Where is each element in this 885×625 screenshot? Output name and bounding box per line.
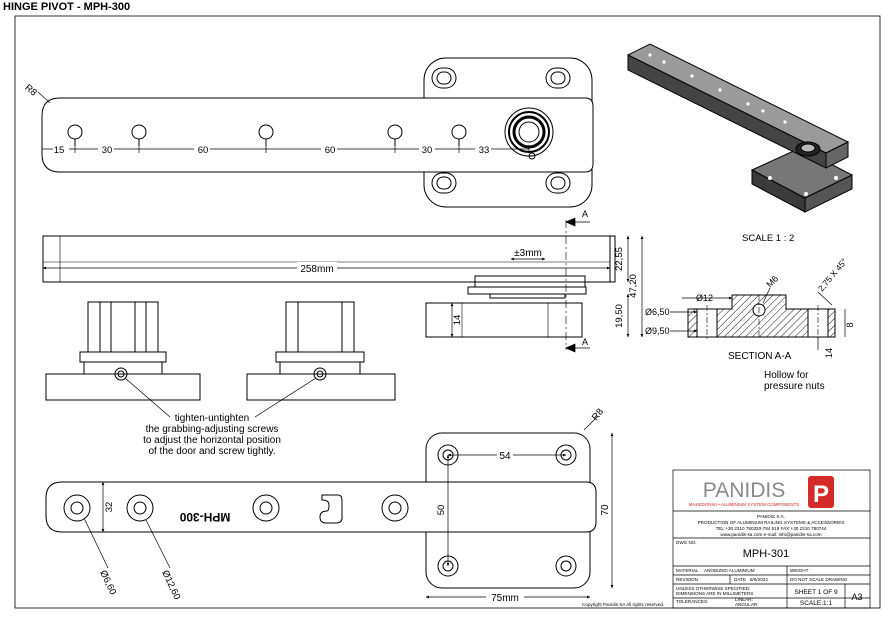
top-view-arm [41, 97, 594, 173]
arm-countersinks [63, 494, 409, 522]
units-note-line1: UNLESS OTHERWISE SPECIFIED: [676, 586, 750, 591]
date-label: DATE [734, 577, 746, 582]
section-dimensions [670, 287, 846, 350]
dim-70: 70 [600, 504, 611, 516]
screw-note-line4: of the door and screw tightly. [148, 446, 275, 457]
dim-75: 75mm [491, 593, 519, 604]
arm-holes [67, 124, 467, 146]
dim-54: 54 [499, 451, 511, 462]
company-line1: PANIDIS S.A. [757, 514, 785, 519]
document-title: HINGE PIVOT - MPH-300 [3, 1, 131, 13]
dim-total-length: 258mm [300, 264, 333, 275]
dim-dia-6-50: Ø6,50 [645, 307, 670, 317]
arm-engraving: MPH-300 [179, 510, 230, 524]
material-value: ANODIZED ALUMINIUM [704, 568, 755, 573]
dim-m6: M6 [764, 273, 780, 289]
elevation-view-right [246, 301, 396, 401]
dim-r8-bottom: R8 [590, 407, 606, 423]
hollow-note-line1: Hollow for [764, 370, 809, 381]
screw-note-line1: tighten-untighten [175, 413, 250, 424]
section-label: SECTION A-A [728, 351, 792, 362]
dwg-number: MPH-301 [743, 548, 789, 560]
sheet-border [14, 15, 881, 609]
dim-32: 32 [104, 502, 115, 513]
dim-60-right: 60 [325, 145, 336, 156]
plate-slots [431, 67, 571, 194]
section-marker-top: A [582, 209, 588, 219]
dim-14-side: 14 [452, 315, 463, 326]
dim-47-20: 47,20 [628, 274, 639, 298]
brand-tagline: MAKEDONIKI • ALUMINIUM SYSTEM COMPONENTS [689, 502, 800, 507]
weight-label: WEIGHT [790, 568, 809, 573]
r8-leader [37, 91, 51, 104]
dim-dia-12-60: Ø12,60 [159, 569, 182, 602]
units-note-line2: DIMENSIONS ARE IN MILLIMETERS [676, 591, 753, 596]
company-line4: www.panidis-sa.com e-mail: info@panidis-… [720, 532, 821, 537]
revision-label: REVISION [676, 577, 698, 582]
brand-mark-letter: P [813, 481, 829, 508]
screw-leaders [124, 377, 317, 418]
spacing-dimension-chain [41, 145, 530, 153]
top-view [41, 57, 594, 208]
dim-15: 15 [54, 145, 65, 156]
linear-label: LINEAR: [735, 597, 753, 602]
dim-r8-top: R8 [22, 82, 38, 98]
dim-33: 33 [479, 145, 490, 156]
dim-dia-12: Ø12 [696, 293, 713, 303]
bottom-view [45, 432, 597, 589]
title-block [672, 469, 871, 609]
sheet-size: A3 [851, 592, 862, 602]
arm-cutout-d [319, 494, 343, 524]
elevation-view-left [45, 301, 201, 401]
sheet-number: SHEET 1 OF 9 [794, 589, 838, 596]
date-value: 8/6/2022 [750, 577, 768, 582]
isometric-view [626, 43, 854, 213]
dwg-no-label: DWG NO. [676, 540, 697, 545]
copyright: Copyright Panidis SA All rights reserved… [582, 602, 664, 607]
dim-30-right: 30 [422, 145, 433, 156]
screw-note-line3: to adjust the horizontal position [143, 435, 281, 446]
dim-section-8: 8 [845, 322, 855, 327]
material-label: MATERIAL [676, 568, 699, 573]
hollow-note-line2: pressure nuts [764, 381, 825, 392]
dim-30-left: 30 [102, 145, 113, 156]
company-line2: PRODUCTION OF ALUMINIUM RAILING SYSTEMS … [698, 520, 845, 525]
dim-19-50: 19,50 [614, 304, 625, 328]
brand-name: PANIDIS [703, 479, 785, 502]
dim-50: 50 [436, 505, 447, 516]
dim-section-14: 14 [824, 348, 834, 358]
dim-adjust: ±3mm [514, 248, 542, 259]
dim-dia-6-60: Ø6,60 [97, 569, 118, 597]
side-view [42, 220, 616, 350]
dim-chamfer: 2,75 X 45° [816, 256, 849, 293]
bottom-view-arm [45, 481, 597, 533]
tolerances-label: TOLERANCES: [676, 599, 708, 604]
brand-mark [808, 476, 834, 508]
dim-22-55: 22,55 [614, 247, 625, 271]
scale-value: SCALE:1:1 [800, 600, 833, 607]
angular-label: ANGULAR: [735, 602, 759, 607]
dim-60-left: 60 [198, 145, 209, 156]
screw-note-line2: the grabbing-adjusting screws [146, 424, 279, 435]
brand-logo: PANIDIS P MAKEDONIKI • ALUMINIUM SYSTEM … [689, 476, 834, 508]
scale-note: SCALE 1 : 2 [742, 233, 794, 244]
no-scale-note: DO NOT SCALE DRAWING [790, 577, 848, 582]
side-view-plate [425, 302, 583, 338]
section-marker-bottom: A [582, 337, 588, 347]
dim-dia-9-50: Ø9,50 [645, 326, 670, 336]
company-line3: TEL:+30 2310 780320-784 519 FAX:+30 2310… [716, 526, 827, 531]
